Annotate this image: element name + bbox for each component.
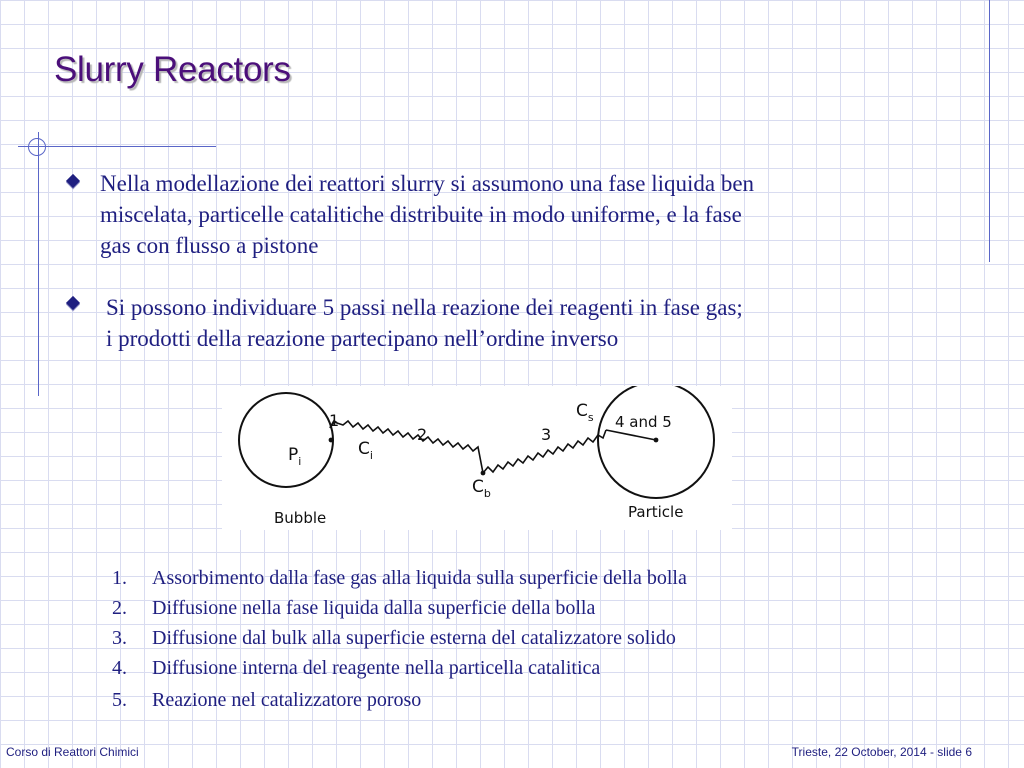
particle-center-point: [653, 437, 659, 443]
decorative-right-line: [989, 0, 990, 262]
bubble-circle: [238, 392, 334, 488]
list-item: 3. Diffusione dal bulk alla superficie es…: [112, 624, 687, 654]
step-4-and-5-label: 4 and 5: [615, 413, 672, 431]
diffusion-path-2: [336, 419, 484, 474]
list-item: 2. Diffusione nella fase liquida dalla su…: [112, 594, 687, 624]
step-number: 4.: [112, 657, 127, 679]
step-3-label: 3: [541, 425, 551, 444]
step-text: Diffusione interna del reagente nella pa…: [152, 657, 601, 679]
step-text: Reazione nel catalizzatore poroso: [152, 689, 422, 711]
bullet-1-line-3: gas con flusso a pistone: [100, 233, 319, 258]
bullet-paragraph-1: Nella modellazione dei reattori slurry s…: [100, 168, 930, 261]
bubble-label: Bubble: [274, 509, 326, 527]
step-number: 5.: [112, 689, 127, 711]
list-item: 4. Diffusione interna del reagente nella …: [112, 654, 687, 684]
bullet-1-line-1: Nella modellazione dei reattori slurry s…: [100, 171, 755, 196]
step-number: 1.: [112, 567, 127, 589]
bulk-point: [480, 470, 486, 476]
particle-circle: [597, 386, 715, 499]
bullet-diamond-icon: [65, 173, 81, 189]
pi-label: Pi: [288, 445, 301, 468]
step-2-label: 2: [417, 425, 427, 444]
interface-point: [328, 437, 334, 443]
footer-course: Corso di Reattori Chimici: [6, 745, 139, 759]
slurry-diagram: Pi Ci Cb Cs 1 2 3 4 and 5 Bubble Particl…: [222, 386, 732, 530]
cs-label: Cs: [576, 401, 594, 424]
film-path-particle-side: [605, 429, 657, 441]
list-item: 5. Reazione nel catalizzatore poroso: [112, 686, 687, 716]
bullet-diamond-icon: [65, 295, 81, 311]
slide-title: Slurry Reactors: [54, 50, 291, 89]
decorative-vertical-line: [38, 132, 39, 396]
bullet-paragraph-2: Si possono individuare 5 passi nella rea…: [106, 292, 936, 354]
step-number: 2.: [112, 597, 127, 619]
decorative-circle: [28, 138, 46, 156]
footer-slide-info: Trieste, 22 October, 2014 - slide 6: [791, 745, 972, 759]
list-item: 1. Assorbimento dalla fase gas alla liqui…: [112, 564, 687, 594]
step-1-label: 1: [329, 411, 339, 430]
particle-label: Particle: [628, 503, 683, 521]
steps-list: 1. Assorbimento dalla fase gas alla liqui…: [112, 564, 687, 716]
decorative-horizontal-line: [18, 146, 216, 147]
step-text: Diffusione nella fase liquida dalla supe…: [152, 597, 596, 619]
bullet-1-line-2: miscelata, particelle catalitiche distri…: [100, 202, 742, 227]
bullet-2-line-1: Si possono individuare 5 passi nella rea…: [106, 295, 743, 320]
step-text: Diffusione dal bulk alla superficie este…: [152, 627, 676, 649]
cb-label: Cb: [472, 477, 491, 500]
film-path-liquid-side: [329, 419, 338, 429]
bullet-2-line-2: i prodotti della reazione partecipano ne…: [106, 326, 619, 351]
diffusion-path-3: [482, 429, 607, 474]
step-text: Assorbimento dalla fase gas alla liquida…: [152, 567, 687, 589]
step-number: 3.: [112, 627, 127, 649]
ci-label: Ci: [358, 439, 373, 462]
